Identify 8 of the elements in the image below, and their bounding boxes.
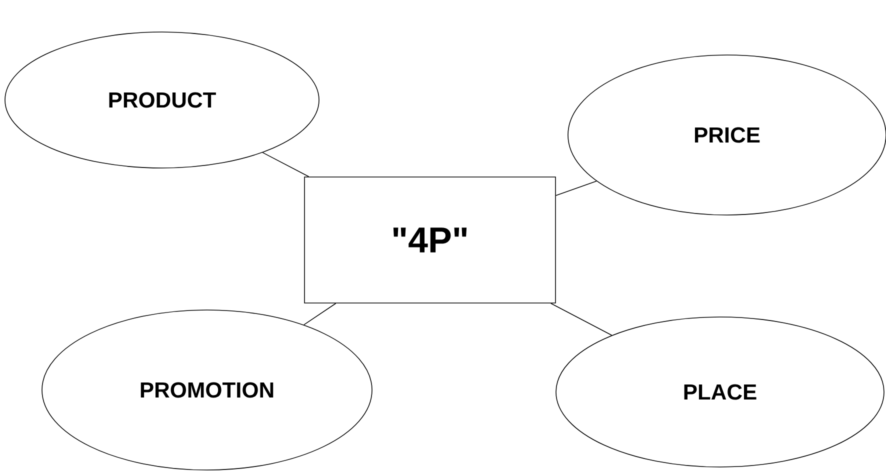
connector-line — [262, 152, 310, 177]
ellipse-node: PROMOTION — [42, 310, 372, 470]
connector-line — [556, 180, 597, 196]
center-box: "4P" — [304, 176, 556, 304]
connector-line — [550, 303, 612, 336]
ellipse-node: PLACE — [556, 316, 884, 468]
ellipse-node: PRODUCT — [4, 32, 320, 168]
connector-line — [304, 303, 336, 326]
